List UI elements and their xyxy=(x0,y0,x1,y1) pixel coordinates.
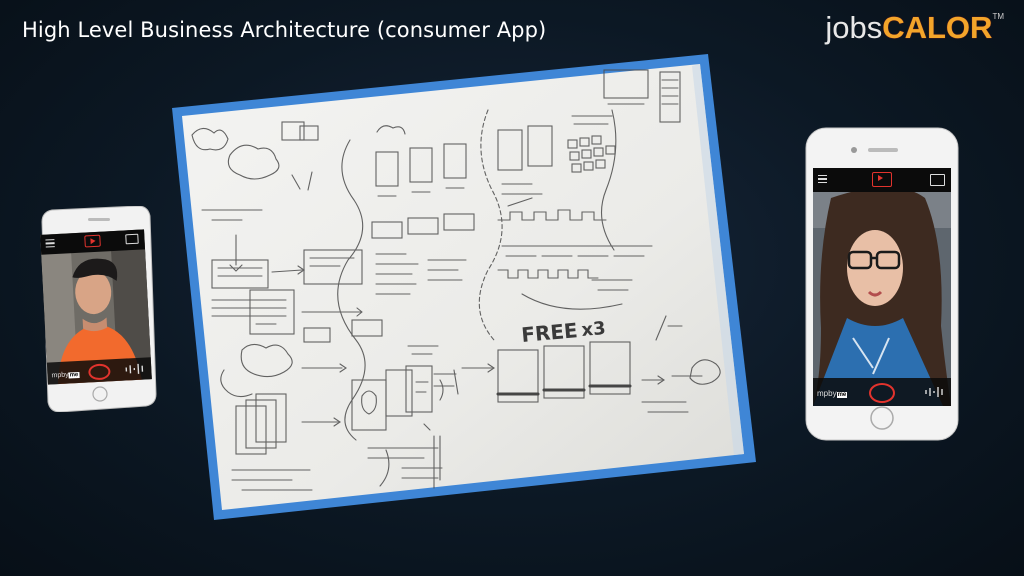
slide-title: High Level Business Architecture (consum… xyxy=(22,18,547,42)
logo-calor-text: CALOR xyxy=(882,10,993,45)
left-video-frame xyxy=(40,229,152,385)
right-app-footer: mpbyme xyxy=(813,378,951,406)
left-app-footer: mpbyme xyxy=(46,357,152,385)
board-surface xyxy=(182,64,744,510)
menu-icon[interactable] xyxy=(45,239,55,248)
logo-jobs-text: jobs xyxy=(825,10,883,45)
right-app-topbar xyxy=(813,168,951,192)
sketch-free-text: FREE xyxy=(520,318,578,347)
right-video-frame xyxy=(813,168,951,406)
record-button-icon[interactable] xyxy=(87,363,111,381)
left-app-brand: mpbyme xyxy=(51,371,80,380)
right-app-brand: mpbyme xyxy=(817,389,848,398)
right-phone-mockup: mpbyme xyxy=(804,126,960,442)
logo-trademark: TM xyxy=(992,12,1004,21)
sketch-x3-text: x3 xyxy=(581,318,607,341)
audio-wave-icon xyxy=(925,387,943,397)
cast-icon[interactable] xyxy=(930,174,945,186)
menu-icon[interactable] xyxy=(818,175,827,183)
whiteboard-photo: FREE x3 xyxy=(172,50,760,520)
right-phone-screen: mpbyme xyxy=(813,168,951,406)
video-play-icon[interactable] xyxy=(84,234,101,248)
left-phone-mockup: mpbyme xyxy=(36,206,158,412)
record-button-icon[interactable] xyxy=(869,383,895,403)
whiteboard-sketch: FREE x3 xyxy=(172,54,756,520)
left-phone-screen: mpbyme xyxy=(40,229,152,385)
jobscalor-logo: jobsCALORTM xyxy=(825,10,1004,50)
cast-icon[interactable] xyxy=(125,233,139,245)
video-play-icon[interactable] xyxy=(872,172,892,187)
audio-wave-icon xyxy=(125,363,144,374)
